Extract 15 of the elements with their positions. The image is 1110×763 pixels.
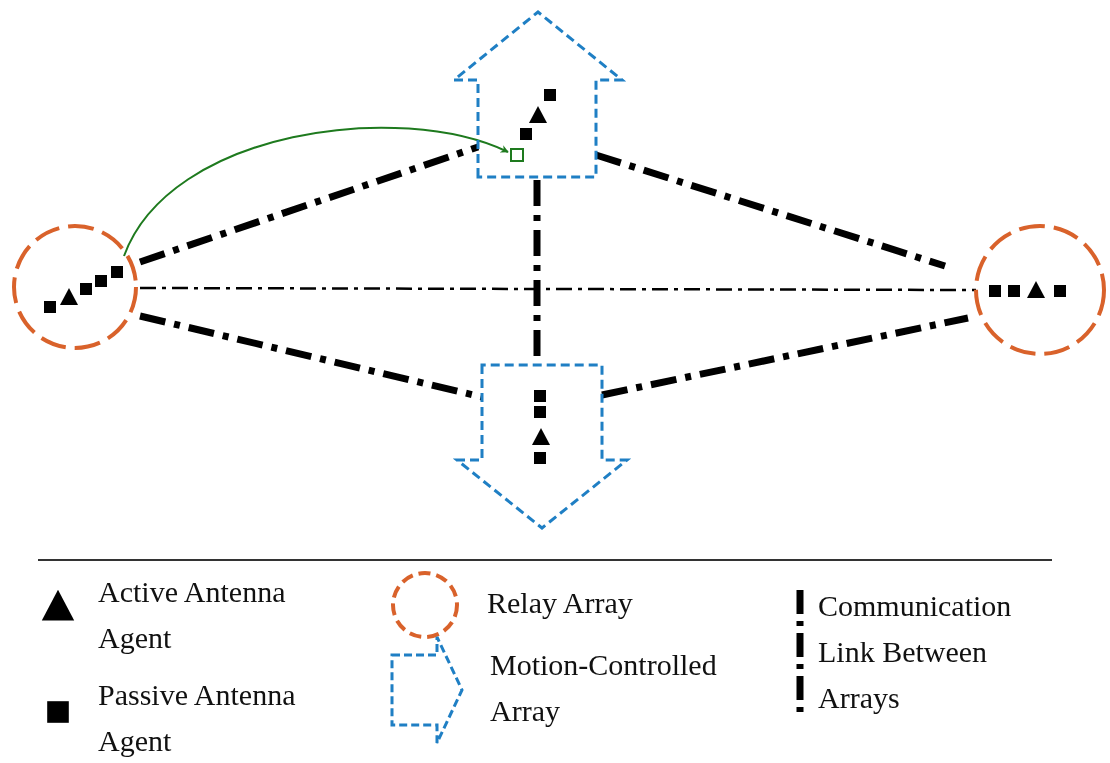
legend-label: Active Antenna Agent: [98, 574, 287, 656]
legend-label: Passive Antenna Agent: [98, 677, 297, 759]
legend-label: Communication Link Between Arrays: [818, 588, 1013, 716]
link-line: [138, 143, 480, 266]
antenna-square: [510, 148, 524, 162]
motion-controlled-array-arrow: [452, 10, 624, 180]
arrow: [123, 126, 509, 257]
link-line: [601, 314, 969, 399]
link-line: [139, 312, 483, 401]
link-line: [140, 286, 976, 292]
legend-label: Motion-Controlled Array: [490, 647, 718, 729]
relay-array-circle: [973, 223, 1107, 357]
motion-controlled-array-arrow: [455, 363, 629, 530]
legend-label: Relay Array: [487, 585, 634, 621]
relay-array-circle: [11, 223, 139, 351]
